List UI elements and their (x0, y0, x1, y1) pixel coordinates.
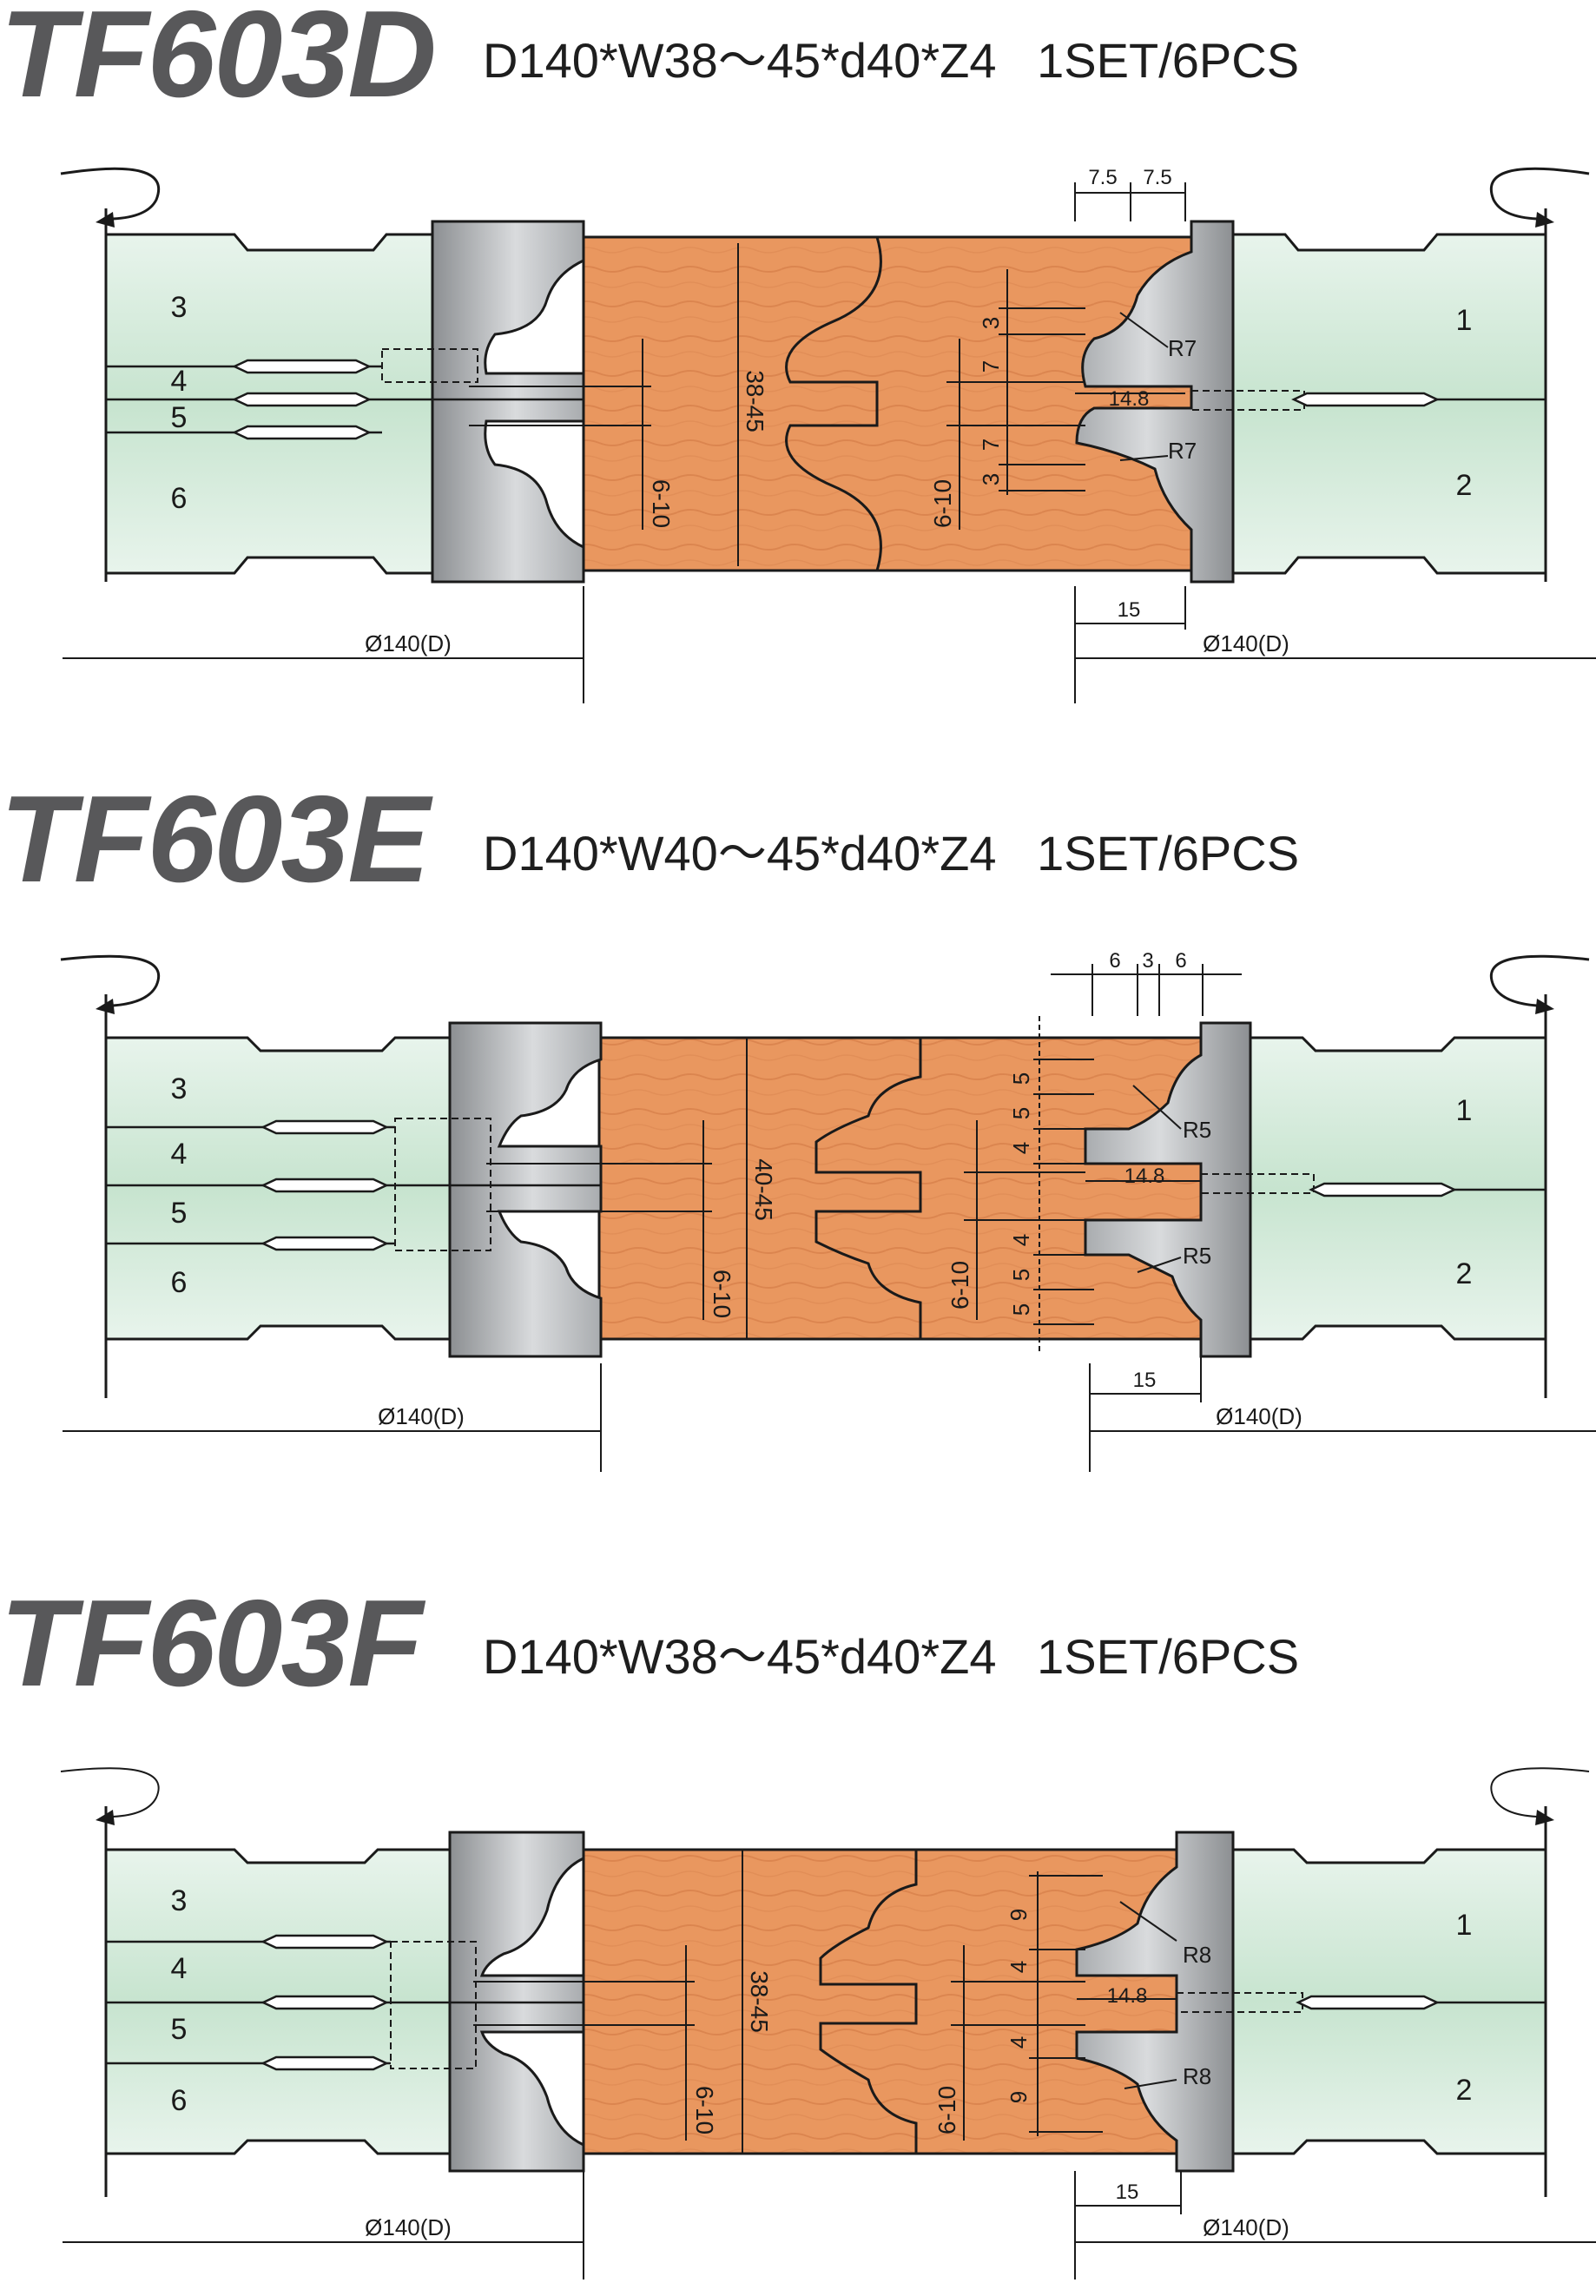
right-cutter (1075, 220, 1235, 584)
left-depth-dimension: 6-10 (709, 1270, 735, 1318)
diameter-right: Ø140(D) (1203, 630, 1289, 656)
part-label-4: 4 (171, 1952, 188, 1985)
right-depth-dimension: 6-10 (946, 1261, 973, 1310)
step-dimension: 5 (1008, 1072, 1034, 1085)
workpiece (582, 1848, 1193, 2155)
bottom-dimension: 15 (1133, 1369, 1157, 1392)
part-label-4: 4 (171, 1138, 188, 1171)
part-label-5: 5 (171, 401, 188, 434)
diameter-left: Ø140(D) (365, 630, 452, 656)
part-label-5: 5 (171, 1197, 188, 1230)
part-label-2: 2 (1456, 469, 1473, 502)
step-dimension: 7 (978, 360, 1004, 373)
workpiece (582, 235, 1193, 572)
model-title-f: TF603F (0, 1574, 423, 1712)
diagram-e: 3 4 5 6 1 2 40-45 6-10 6-10 5 5 4 4 5 5 … (60, 949, 1596, 1472)
step-dimension: 9 (1006, 1909, 1032, 1921)
part-label-2: 2 (1456, 1257, 1473, 1290)
model-title-e: TF603E (0, 770, 430, 908)
radius-bottom: R8 (1183, 2063, 1211, 2089)
groove-width: 14.8 (1109, 387, 1150, 411)
part-label-6: 6 (171, 482, 188, 515)
diagram-d: 3 4 5 6 1 2 38-45 6-10 6-10 3 7 7 3 7.5 … (60, 166, 1596, 703)
right-cutter (1075, 1831, 1235, 2173)
part-label-1: 1 (1456, 1094, 1473, 1127)
top-dimension: 6 (1109, 949, 1120, 973)
radius-bottom: R7 (1168, 438, 1197, 464)
model-spec-d: D140*W38～45*d40*Z4 1SET/6PCS (483, 33, 1300, 88)
part-label-4: 4 (171, 365, 188, 398)
groove-width: 14.8 (1124, 1164, 1165, 1188)
left-depth-dimension: 6-10 (691, 2086, 718, 2134)
part-label-6: 6 (171, 1266, 188, 1299)
center-dimension: 38-45 (742, 370, 768, 432)
model-spec-e: D140*W40～45*d40*Z4 1SET/6PCS (483, 826, 1300, 881)
step-dimension: 4 (1006, 1961, 1032, 1973)
model-title-d: TF603D (0, 0, 437, 123)
radius-top: R7 (1168, 335, 1197, 361)
groove-width: 14.8 (1107, 1984, 1148, 2008)
left-cutter (431, 220, 585, 584)
part-label-6: 6 (171, 2084, 188, 2117)
step-dimension: 3 (978, 473, 1004, 485)
step-dimension: 7 (978, 439, 1004, 451)
part-label-3: 3 (171, 1072, 188, 1105)
part-label-2: 2 (1456, 2074, 1473, 2107)
part-label-3: 3 (171, 1884, 188, 1917)
top-dimension: 7.5 (1143, 166, 1171, 189)
part-label-3: 3 (171, 291, 188, 324)
part-label-1: 1 (1456, 1909, 1473, 1942)
top-dimension: 6 (1175, 949, 1186, 973)
diameter-left: Ø140(D) (365, 2214, 452, 2240)
top-dimension: 7.5 (1088, 166, 1117, 189)
left-depth-dimension: 6-10 (648, 479, 675, 528)
step-dimension: 4 (1008, 1142, 1034, 1154)
bottom-dimension: 15 (1116, 2181, 1139, 2204)
step-dimension: 5 (1008, 1269, 1034, 1281)
radius-top: R5 (1183, 1117, 1211, 1143)
model-spec-f: D140*W38～45*d40*Z4 1SET/6PCS (483, 1629, 1300, 1684)
step-dimension: 5 (1008, 1107, 1034, 1119)
step-dimension: 5 (1008, 1303, 1034, 1316)
diameter-right: Ø140(D) (1203, 2214, 1289, 2240)
center-dimension: 38-45 (746, 1970, 773, 2033)
radius-top: R8 (1183, 1942, 1211, 1968)
bottom-dimension: 15 (1118, 598, 1141, 622)
part-label-1: 1 (1456, 304, 1473, 337)
step-dimension: 3 (978, 317, 1004, 329)
center-dimension: 40-45 (750, 1158, 777, 1221)
left-cutter (448, 1021, 603, 1358)
top-dimension: 3 (1142, 949, 1153, 973)
step-dimension: 4 (1008, 1234, 1034, 1246)
part-label-5: 5 (171, 2013, 188, 2046)
radius-bottom: R5 (1183, 1243, 1211, 1269)
right-cutter (1084, 1021, 1252, 1358)
right-depth-dimension: 6-10 (933, 2086, 960, 2134)
diameter-right: Ø140(D) (1216, 1403, 1303, 1429)
diameter-left: Ø140(D) (378, 1403, 465, 1429)
step-dimension: 9 (1006, 2091, 1032, 2103)
right-depth-dimension: 6-10 (929, 479, 956, 528)
step-dimension: 4 (1006, 2036, 1032, 2049)
diagram-f: 3 4 5 6 1 2 38-45 6-10 6-10 9 4 4 9 R8 R… (60, 1767, 1596, 2280)
workpiece (597, 1036, 1203, 1341)
